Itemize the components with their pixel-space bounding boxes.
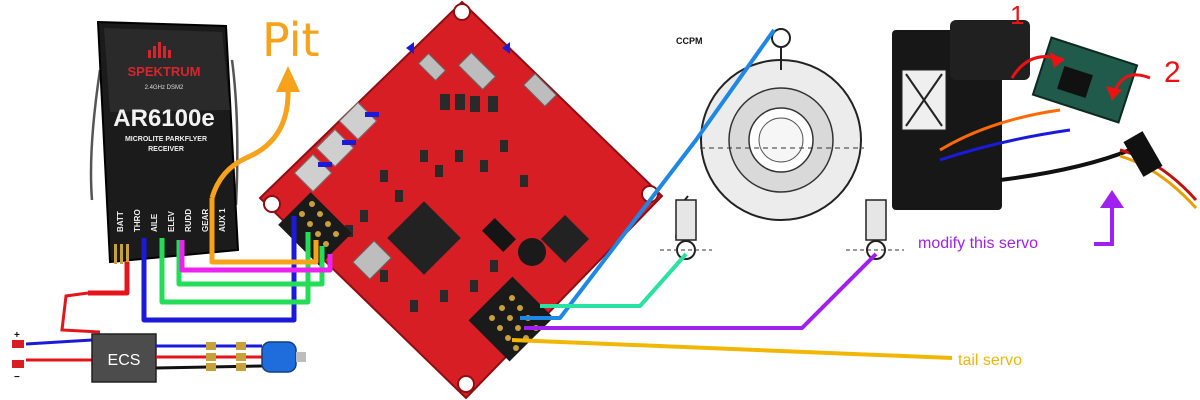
- servo-wires: [511, 28, 953, 360]
- servo-connector: [1123, 131, 1163, 177]
- board-marker: [406, 42, 414, 54]
- servo-chip: [1057, 65, 1093, 99]
- board-pcb: [258, 0, 664, 400]
- smd-components: [345, 94, 528, 312]
- modify-arrow: [1094, 190, 1124, 246]
- wire-right-servo-purple: [524, 252, 878, 330]
- gyro-pot: [338, 101, 378, 141]
- channel-label: GEAR: [201, 209, 210, 232]
- ccpm-label: CCPM: [676, 36, 703, 46]
- esc-label: ECS: [108, 352, 141, 369]
- servo-lead-yellow: [1119, 154, 1198, 210]
- receiver-brand: SPEKTRUM: [128, 64, 201, 79]
- arrow-head-up: [1100, 190, 1124, 208]
- pit-label: Pit: [262, 13, 320, 67]
- battery-plug: [12, 360, 24, 368]
- step-1-label: 1: [1010, 0, 1024, 30]
- servo-cable: [999, 148, 1131, 182]
- swash-hub: [758, 117, 804, 163]
- channel-label: AUX 1: [218, 208, 227, 232]
- inductor: [352, 240, 392, 280]
- rudd-wire-magenta: [179, 240, 333, 273]
- tail-servo-label: tail servo: [958, 352, 1022, 369]
- pot-marker: [318, 162, 332, 167]
- label-cross: [905, 73, 943, 127]
- wire-tail-servo-gold: [511, 338, 953, 360]
- wire-left-servo-teal: [540, 252, 688, 308]
- crystal: [457, 51, 497, 91]
- bullet-connectors: [206, 342, 246, 371]
- pot-marker: [342, 140, 356, 145]
- power-system: + − ECS: [12, 291, 306, 383]
- arrow-head: [1050, 52, 1064, 68]
- crystal: [417, 52, 447, 82]
- esc-input-red: [60, 291, 101, 334]
- receiver-top-panel: [104, 28, 230, 112]
- pit-arrow-line: [209, 87, 291, 199]
- top-ball-link: [771, 28, 791, 48]
- receiver-model: AR6100e: [113, 105, 214, 132]
- mount-hole: [453, 3, 471, 21]
- right-arm-body: [865, 199, 887, 241]
- receiver-pins: [114, 244, 129, 264]
- receiver-wires: [88, 87, 333, 323]
- mcu-chip: [387, 201, 461, 275]
- receiver-band: 2.4GHz DSM2: [145, 85, 184, 91]
- receiver-subtitle-1: MICROLITE PARKFLYER: [125, 136, 207, 143]
- channel-label: ELEV: [167, 210, 176, 232]
- channel-label: AILE: [150, 213, 159, 232]
- channel-label: BATT: [116, 211, 125, 232]
- wire-top-servo-blue: [520, 28, 776, 320]
- channel-label: THRO: [133, 209, 142, 232]
- pit-arrow-head: [276, 66, 300, 92]
- regulator: [518, 238, 546, 266]
- mount-hole: [457, 375, 475, 393]
- receiver-subtitle-2: RECEIVER: [148, 146, 184, 153]
- modify-servo-label: modify this servo: [918, 235, 1038, 252]
- gyro-pot: [315, 128, 355, 168]
- esc-input-blue: [25, 338, 93, 346]
- servo-wire-blue: [939, 128, 1071, 162]
- ccpm-swashplate: CCPM: [660, 28, 904, 260]
- elev-wire-green: [176, 240, 325, 287]
- aux-wire-orange: [209, 198, 319, 265]
- plus-symbol: +: [14, 330, 20, 341]
- receiver-channel-labels: BATT THRO AILE ELEV RUDD GEAR AUX 1: [116, 208, 227, 232]
- battery-plug: [12, 340, 24, 348]
- mount-hole: [263, 195, 281, 213]
- minus-symbol: −: [14, 372, 20, 383]
- servo-wire-orange: [939, 108, 1061, 152]
- motor-icon: [261, 341, 297, 373]
- antenna-wire-left: [89, 69, 102, 201]
- pot-marker: [365, 112, 379, 117]
- aile-wire-green: [159, 232, 311, 305]
- board-marker: [502, 42, 510, 54]
- ic-chip: [540, 214, 590, 264]
- servo-photo: 1 2: [892, 0, 1198, 210]
- step-2-label: 2: [1164, 56, 1181, 89]
- channel-label: RUDD: [184, 209, 193, 232]
- usb-port: [523, 73, 557, 107]
- servo-top: [950, 20, 1030, 80]
- antenna-wire-right: [230, 59, 239, 206]
- receiver-module: SPEKTRUM 2.4GHz DSM2 AR6100e MICROLITE P…: [89, 20, 240, 264]
- arrow-head: [1106, 86, 1122, 100]
- batt-wire-red: [88, 262, 130, 296]
- header-small: [482, 218, 516, 252]
- spektrum-logo-icon: [148, 42, 171, 58]
- motor-shaft: [296, 352, 306, 362]
- left-arm-body: [675, 199, 697, 241]
- controller-board: [258, 0, 664, 400]
- input-header: [278, 192, 352, 266]
